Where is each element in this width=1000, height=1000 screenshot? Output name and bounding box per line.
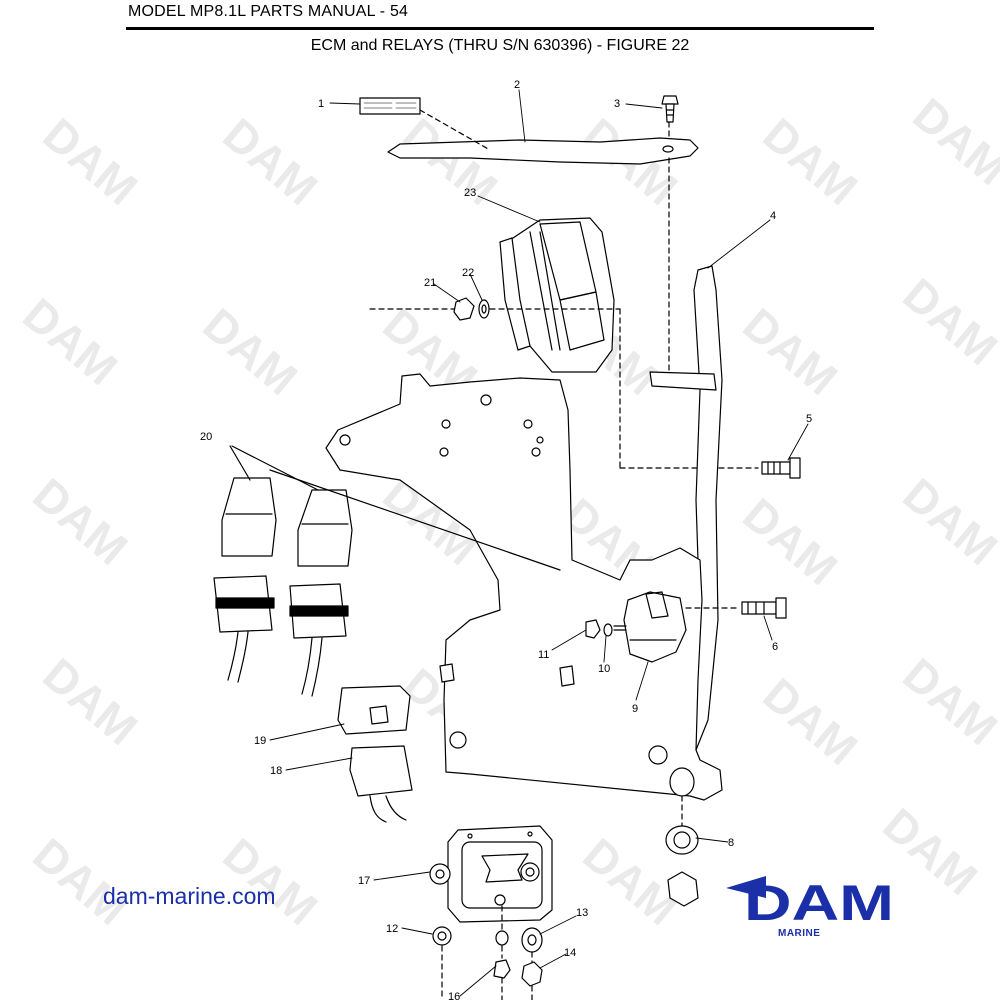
part-9-relay (623, 591, 687, 663)
watermark: DAM (734, 488, 848, 595)
callout-5: 5 (806, 413, 812, 425)
part-6-bolt (741, 597, 787, 619)
callout-18: 18 (270, 765, 282, 777)
callout-labels: 1 2 3 4 5 6 8 9 10 11 12 13 14 16 17 18 … (200, 79, 812, 1000)
watermark: DAM (24, 828, 138, 935)
part-5-bolt (761, 457, 801, 479)
site-link[interactable]: dam-marine.com (103, 883, 276, 909)
callout-6: 6 (772, 641, 778, 653)
watermark: DAM (194, 298, 308, 405)
watermark: DAM (894, 268, 1000, 375)
callout-22: 22 (462, 267, 474, 279)
part-3-screw (661, 95, 679, 123)
callout-23: 23 (464, 187, 476, 199)
watermark: DAM (214, 108, 328, 215)
part-13-washer (521, 927, 543, 953)
callout-11: 11 (538, 649, 549, 661)
callout-10: 10 (598, 663, 610, 675)
callout-20: 20 (200, 431, 212, 443)
part-10-washer (603, 623, 613, 637)
callout-14: 14 (564, 947, 576, 959)
watermark: DAM (14, 288, 128, 395)
callout-3: 3 (614, 98, 620, 110)
part-21-nut (453, 297, 475, 321)
callout-4: 4 (770, 210, 776, 222)
watermark: DAM (214, 828, 328, 935)
callout-19: 19 (254, 735, 266, 747)
page-header-title: MODEL MP8.1L PARTS MANUAL - 54 (128, 3, 409, 20)
callout-8: 8 (728, 837, 734, 849)
watermark: DAM (754, 668, 868, 775)
callout-16: 16 (448, 991, 460, 1000)
part-16-nut (493, 930, 511, 979)
part-22-washer (478, 299, 490, 319)
part-20-relays (213, 477, 353, 697)
part-19-fuse-cover (337, 685, 411, 735)
watermark: DAM (894, 648, 1000, 755)
part-1-decal (359, 97, 421, 115)
callout-21: 21 (424, 277, 436, 289)
callout-9: 9 (632, 703, 638, 715)
leader-lines (269, 89, 809, 997)
part-8-washer (669, 767, 695, 797)
dam-marine-logo: DAM (726, 875, 894, 931)
logo-text: DAM (744, 875, 894, 931)
part-14-nut (521, 961, 543, 987)
main-mounting-plate (325, 373, 723, 801)
logo-subtitle: MARINE (778, 928, 821, 939)
watermark: DAM (34, 108, 148, 215)
figure-title: ECM and RELAYS (THRU S/N 630396) - FIGUR… (310, 37, 690, 54)
part-12-nut (432, 926, 452, 946)
callout-13: 13 (576, 907, 588, 919)
logo-swoosh-icon (726, 876, 766, 898)
watermark: DAM (24, 468, 138, 575)
watermark: DAM (34, 648, 148, 755)
part-18-fuse-holder (349, 745, 413, 823)
watermark: DAM (904, 88, 1000, 195)
watermark: DAM (734, 298, 848, 405)
header-rule (126, 27, 874, 30)
part-11-nut (585, 619, 601, 639)
callout-1: 1 (318, 98, 324, 110)
watermark: DAM (394, 108, 508, 215)
watermark: DAM (894, 468, 1000, 575)
part-2-top-plate (387, 137, 699, 165)
part-23-ecm (499, 217, 615, 373)
callout-12: 12 (386, 923, 398, 935)
watermark: DAM (754, 108, 868, 215)
callout-2: 2 (514, 79, 520, 91)
part-17-solenoid (429, 825, 553, 923)
callout-17: 17 (358, 875, 370, 887)
